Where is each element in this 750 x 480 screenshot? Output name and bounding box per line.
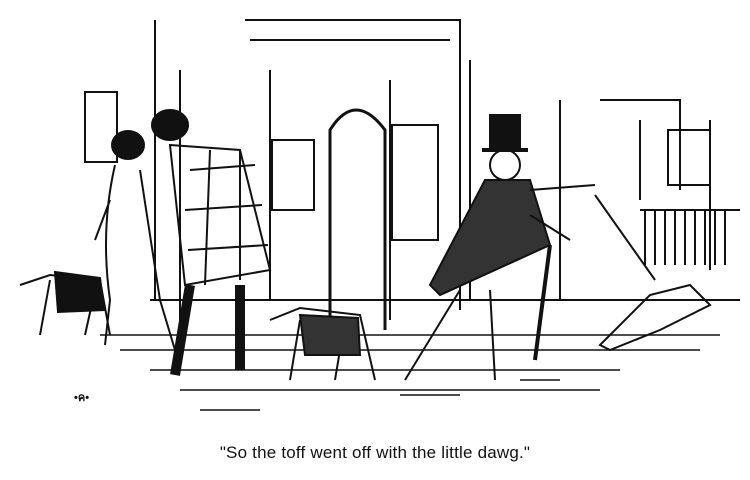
building — [84, 19, 740, 330]
caption: "So the toff went off with the little da… — [219, 443, 531, 462]
doorway-arch — [328, 108, 387, 330]
railing — [640, 209, 740, 265]
poster-left — [84, 91, 118, 163]
pavement — [100, 334, 720, 411]
man-plaid-coat — [151, 109, 272, 376]
window — [667, 129, 711, 186]
dog-small-coat — [269, 306, 376, 381]
toff-top-hat — [404, 114, 656, 381]
umbrella — [533, 244, 552, 361]
dog-right — [598, 283, 712, 352]
dog-left — [19, 270, 111, 336]
man-bowler-hat-left — [94, 130, 176, 351]
poster-middle — [271, 139, 315, 211]
cartoon-illustration — [19, 19, 740, 411]
leash — [594, 194, 656, 281]
artist-signature: •ค• — [74, 392, 90, 404]
poster-right — [391, 124, 439, 241]
